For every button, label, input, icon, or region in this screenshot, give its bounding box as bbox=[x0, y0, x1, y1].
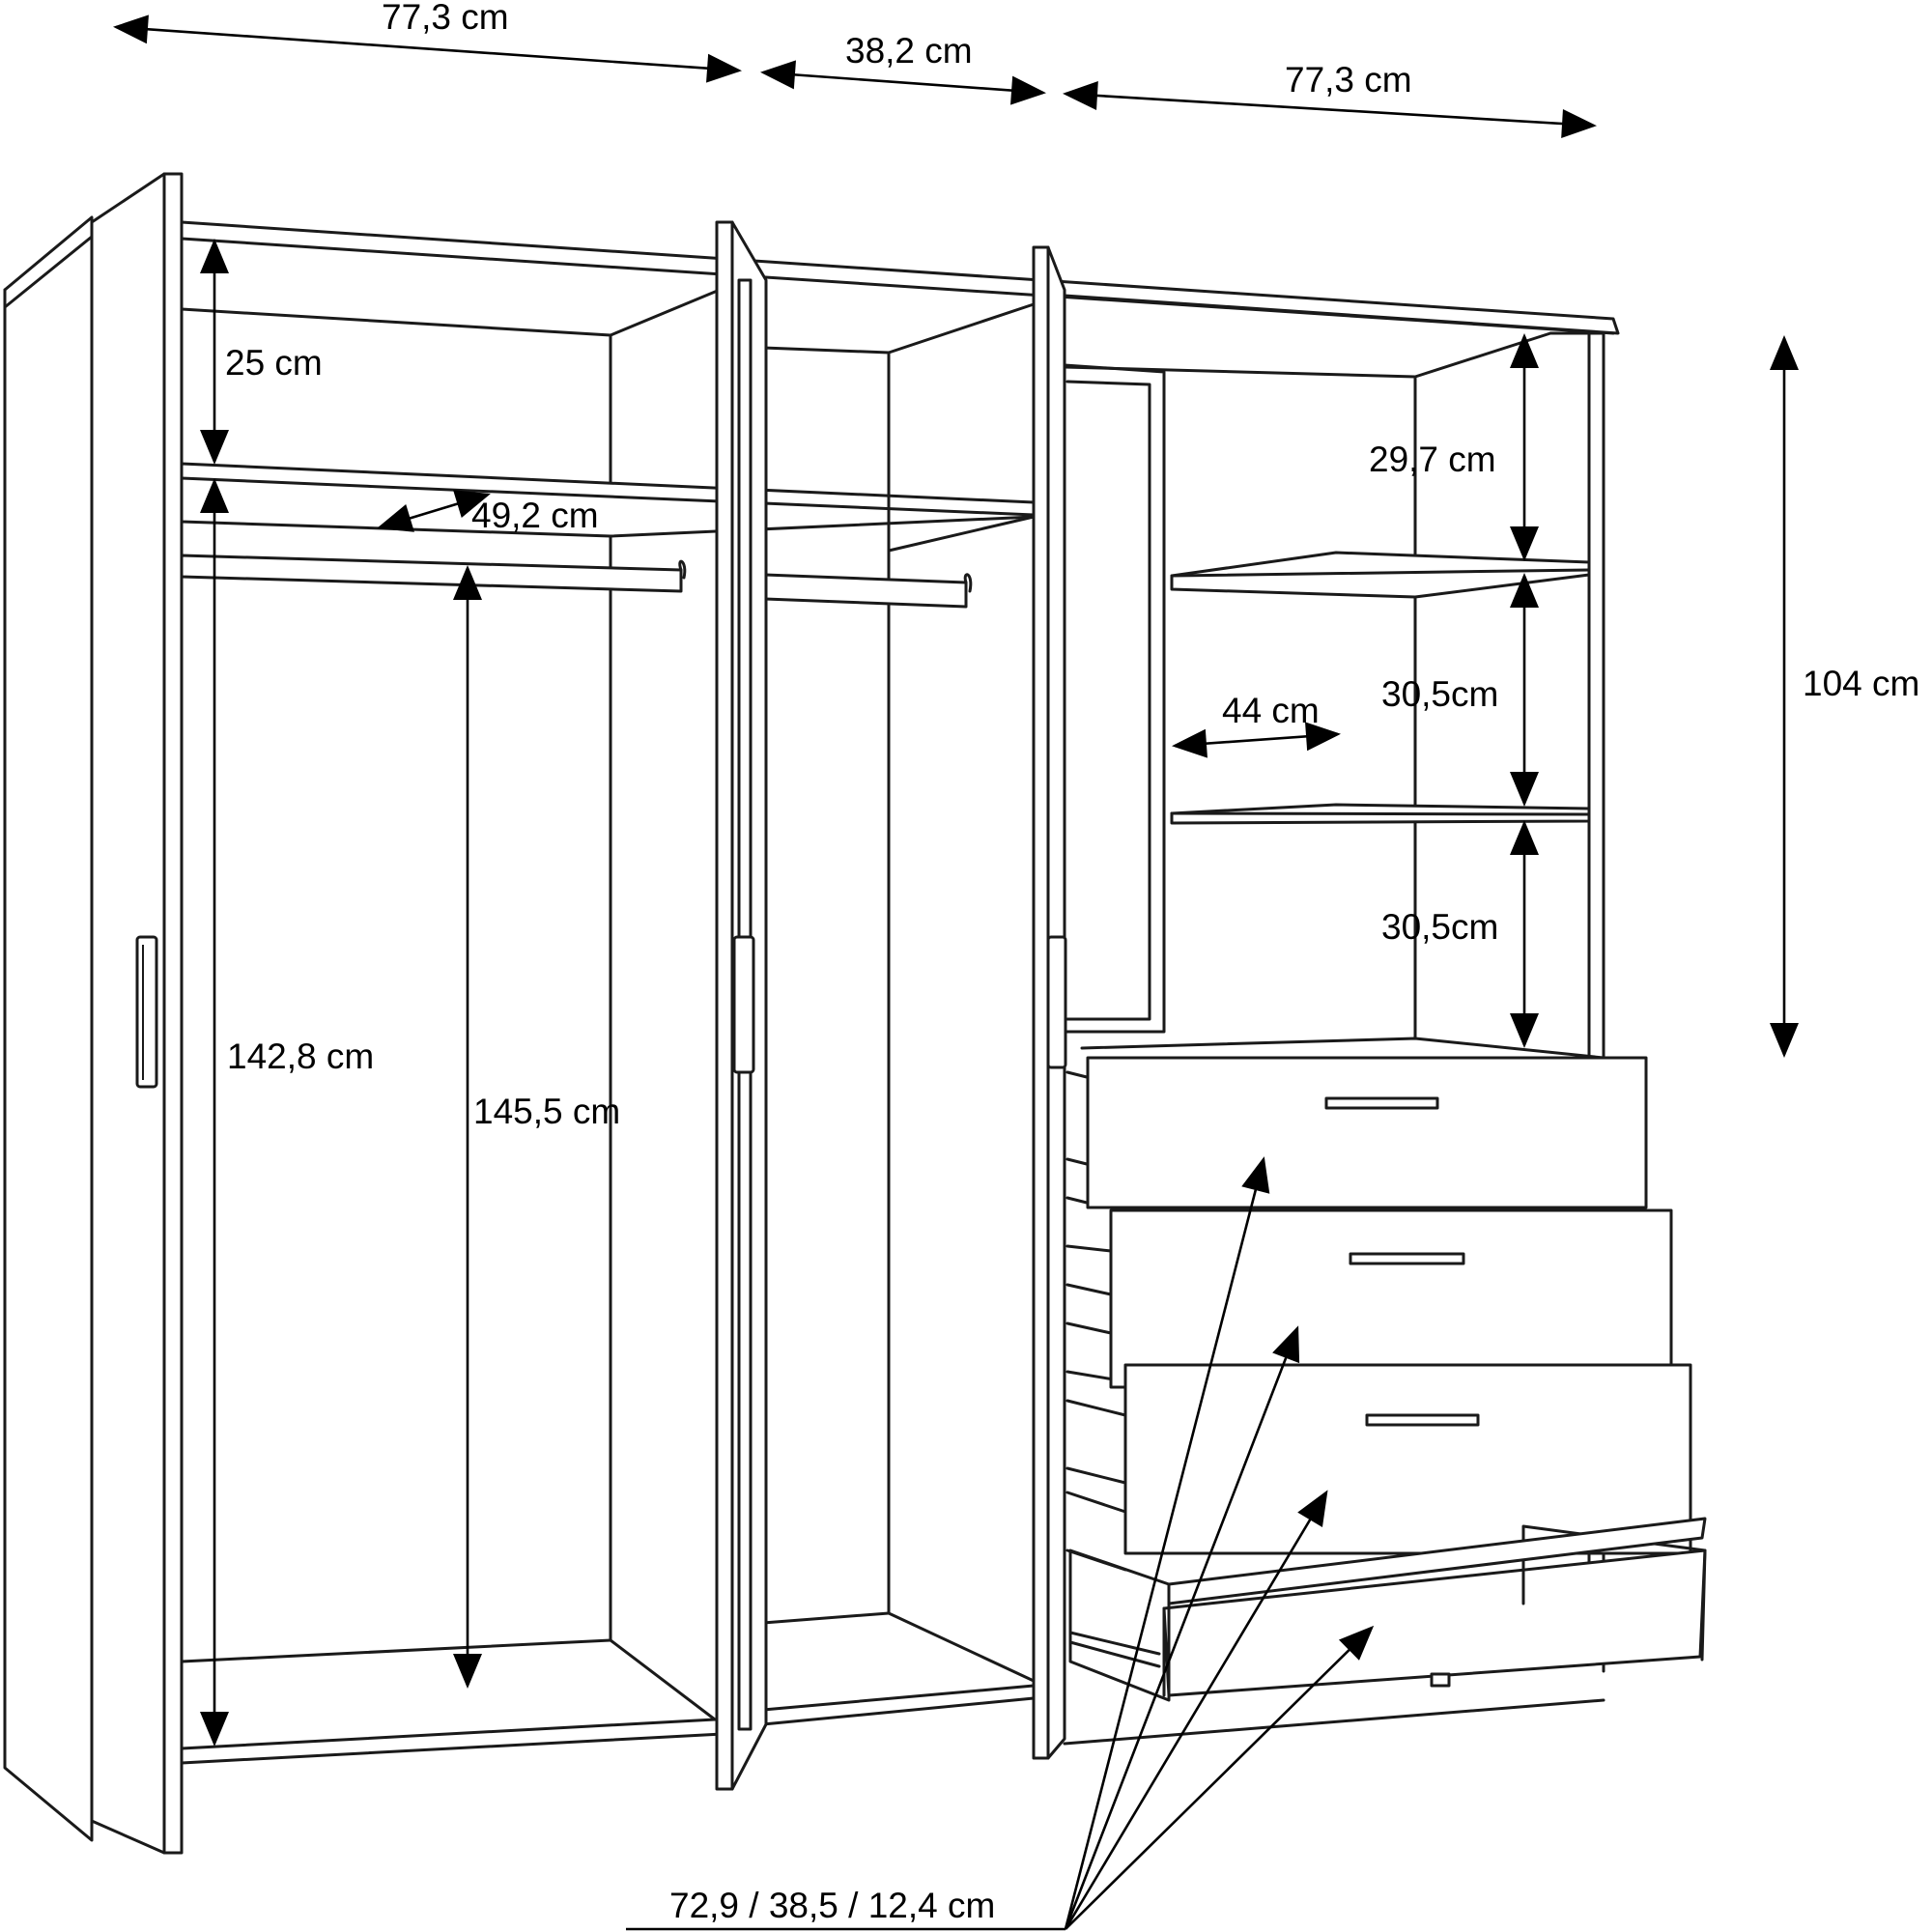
middle-compartment bbox=[761, 346, 1036, 1683]
left-bottom bbox=[180, 1638, 724, 1765]
middle-rail-hook bbox=[963, 573, 973, 593]
drawer-4-latch bbox=[1430, 1672, 1451, 1688]
label-top-shelf: 25 cm bbox=[225, 343, 323, 383]
dim-line-width-left bbox=[113, 14, 742, 83]
leader-drawer-2 bbox=[1064, 1325, 1300, 1930]
drawer-section-top bbox=[1080, 1037, 1605, 1060]
middle-door-handle[interactable] bbox=[732, 935, 755, 1074]
drawer-3-front[interactable] bbox=[1123, 1363, 1692, 1555]
label-shelf-depth: 44 cm bbox=[1222, 691, 1320, 730]
middle-door-frame bbox=[730, 220, 753, 1791]
left-compartment bbox=[180, 307, 717, 1721]
middle-bottom bbox=[761, 1611, 1036, 1726]
left-top-shelf-front bbox=[180, 476, 1036, 517]
drawer-4-side-panel bbox=[1068, 1548, 1171, 1702]
dimension-labels: 77,3 cm 38,2 cm 77,3 cm 25 cm 49,2 cm 14… bbox=[225, 0, 1919, 1925]
top-panel bbox=[180, 220, 1620, 335]
label-depth: 49,2 cm bbox=[471, 496, 599, 535]
leader-drawer-4 bbox=[1065, 1625, 1375, 1930]
drawer-1-handle[interactable] bbox=[1324, 1096, 1439, 1110]
label-drawer-dims: 72,9 / 38,5 / 12,4 cm bbox=[669, 1886, 995, 1925]
left-rail bbox=[180, 554, 683, 593]
dim-line-width-middle bbox=[760, 60, 1046, 105]
wardrobe-body bbox=[180, 220, 1620, 1765]
right-compartment bbox=[1063, 331, 1605, 1673]
dimension-lines bbox=[113, 14, 1799, 1931]
left-door-handle[interactable] bbox=[135, 935, 158, 1089]
leader-drawer-1 bbox=[1064, 1156, 1270, 1930]
label-shelf-2: 30,5cm bbox=[1381, 674, 1498, 714]
left-top-shelf bbox=[180, 462, 1036, 538]
label-section-height: 104 cm bbox=[1803, 664, 1919, 703]
doors bbox=[3, 172, 1067, 1855]
drawer-4-back bbox=[1162, 1524, 1707, 1697]
drawer-1-front[interactable] bbox=[1086, 1056, 1648, 1209]
label-shelf-1: 29,7 cm bbox=[1369, 440, 1496, 479]
left-rail-hook bbox=[678, 559, 687, 580]
drawer-2-handle[interactable] bbox=[1349, 1252, 1465, 1265]
right-door-handle[interactable] bbox=[1046, 935, 1067, 1069]
shelf-1 bbox=[1170, 551, 1591, 599]
dim-line-width-right bbox=[1063, 81, 1597, 138]
right-bottom bbox=[1063, 1698, 1605, 1746]
left-side-panel bbox=[3, 215, 94, 1842]
middle-compartment-back bbox=[887, 302, 1036, 553]
leader-drawer-3 bbox=[1064, 1490, 1328, 1930]
label-shelf-3: 30,5cm bbox=[1381, 907, 1498, 947]
drawers bbox=[1065, 1056, 1707, 1702]
label-width-left: 77,3 cm bbox=[382, 0, 509, 37]
right-inner-panel bbox=[1063, 363, 1166, 1034]
shelf-2-front bbox=[1170, 811, 1591, 816]
shelf-1-front bbox=[1170, 568, 1591, 578]
dim-line-shelf-depth bbox=[1172, 722, 1341, 758]
label-width-middle: 38,2 cm bbox=[845, 31, 973, 71]
drawer-2-front[interactable] bbox=[1109, 1208, 1673, 1389]
drawer-runners bbox=[1065, 1070, 1127, 1572]
label-width-right: 77,3 cm bbox=[1285, 60, 1412, 99]
left-side-panel-top bbox=[3, 235, 94, 309]
dim-line-depth bbox=[377, 490, 491, 532]
label-left-hanging: 142,8 cm bbox=[227, 1037, 374, 1076]
label-rail: 145,5 cm bbox=[473, 1092, 620, 1131]
drawer-3-handle[interactable] bbox=[1365, 1413, 1480, 1427]
middle-rail bbox=[763, 573, 968, 609]
